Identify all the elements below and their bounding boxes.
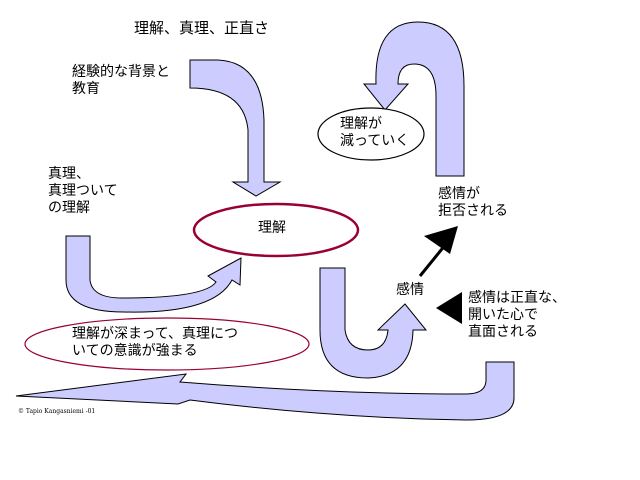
ellipse-understanding — [192, 202, 360, 258]
arrow-decreasing-loop — [362, 21, 465, 177]
label-feeling: 感情 — [396, 282, 424, 298]
arrow-feeling-to-rejected-line — [418, 243, 448, 277]
label-deepening: 理解が深まって、真理につ いての意識が強まる — [72, 326, 239, 359]
label-decreasing: 理解が 減っていく — [340, 116, 410, 149]
ellipse-decreasing — [317, 107, 425, 161]
label-understanding: 理解 — [258, 220, 286, 236]
label-background: 経験的な背景と 教育 — [72, 64, 170, 97]
arrow-understanding-to-feeling — [319, 267, 428, 379]
diagram-title: 理解、真理、正直さ — [134, 19, 270, 37]
label-faced: 感情は正直な、 開いた心で 直面される — [468, 290, 566, 340]
label-rejected: 感情が 拒否される — [438, 186, 508, 219]
arrow-feeling-to-rejected-head — [424, 226, 458, 254]
arrow-faced-to-feeling-head — [436, 292, 462, 324]
copyright-text: © Tapio Kangasniemi -01 — [18, 408, 96, 415]
arrow-faced-to-deepening — [15, 361, 515, 421]
arrow-truth-to-understanding — [65, 235, 242, 313]
ellipse-deepening — [24, 317, 310, 371]
label-truth: 真理、 真理ついて の理解 — [48, 166, 118, 216]
arrow-background-to-understanding — [189, 59, 282, 197]
